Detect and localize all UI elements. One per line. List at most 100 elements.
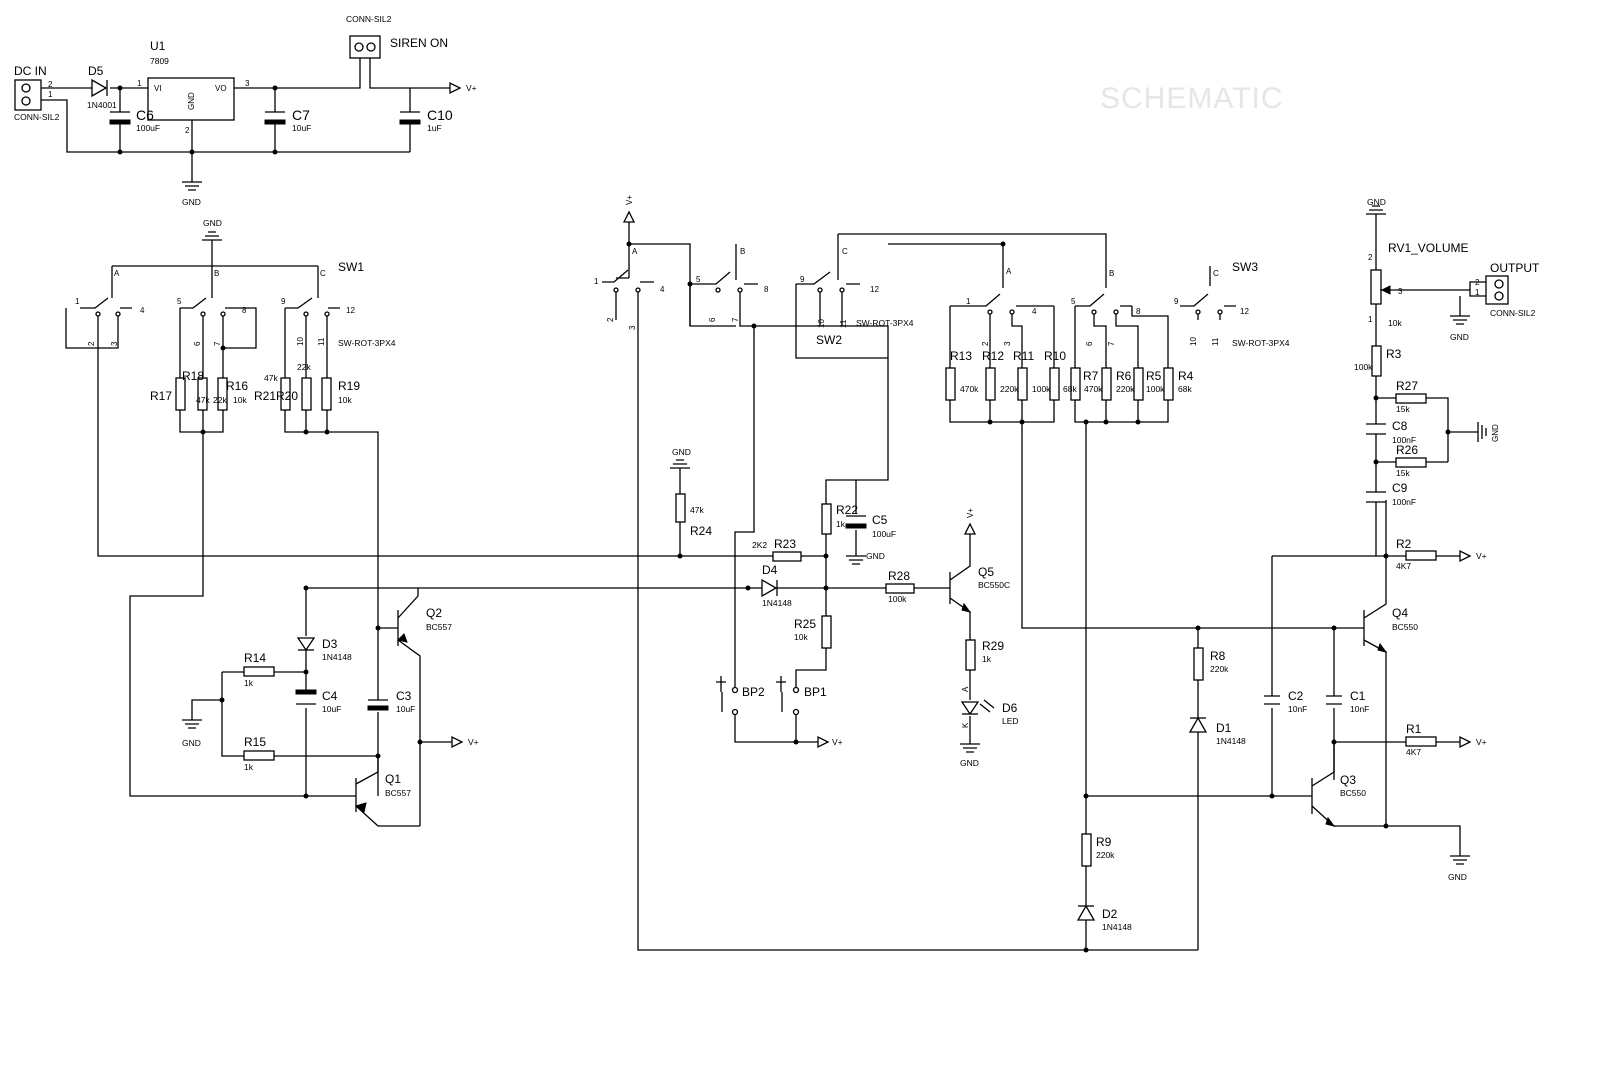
d6-led (960, 701, 980, 716)
rv1-label: RV1_VOLUME (1388, 241, 1468, 255)
svg-text:7: 7 (213, 341, 222, 346)
d4-diode (761, 578, 778, 598)
c5-label: C5 (872, 513, 888, 527)
q5-value: BC550C (978, 580, 1010, 590)
r27-label: R27 (1396, 379, 1418, 393)
svg-text:4: 4 (140, 306, 145, 315)
output-section: GND RV1_VOLUME 2 3 1 10k OUTPUT CONN-SIL… (1354, 197, 1540, 556)
r18-value: 47k (196, 395, 210, 405)
r9-label: R9 (1096, 835, 1112, 849)
r22-label: R22 (836, 503, 858, 517)
r6-resistor (1101, 367, 1112, 401)
svg-text:9: 9 (281, 297, 286, 306)
r3-label: R3 (1386, 347, 1402, 361)
r15-resistor (243, 750, 275, 761)
r14-resistor (243, 666, 275, 677)
r28-value: 100k (888, 594, 907, 604)
svg-text:GND: GND (203, 218, 222, 228)
r4-resistor (1163, 367, 1174, 401)
sw1-type: SW-ROT-3PX4 (338, 338, 396, 348)
r23-value: 2K2 (752, 540, 767, 550)
c1-label: C1 (1350, 689, 1366, 703)
d1-value: 1N4148 (1216, 736, 1246, 746)
svg-text:5: 5 (696, 275, 701, 284)
d6-value: LED (1002, 716, 1019, 726)
c6-value: 100uF (136, 123, 160, 133)
svg-text:1: 1 (75, 297, 80, 306)
r2-value: 4K7 (1396, 561, 1411, 571)
oscillator-1-section: D3 1N4148 C4 10uF R14 1k R15 1k GND C3 1… (182, 585, 748, 827)
r13-label: R13 (950, 349, 972, 363)
r19-label: R19 (338, 379, 360, 393)
svg-text:V+: V+ (1476, 551, 1487, 561)
d1-label: D1 (1216, 721, 1232, 735)
svg-text:A: A (632, 247, 638, 256)
svg-text:A: A (114, 269, 120, 278)
r20-resistor (301, 377, 312, 411)
svg-text:3: 3 (628, 325, 637, 330)
svg-text:11: 11 (839, 319, 848, 328)
r11-resistor (1017, 367, 1028, 401)
q3-value: BC550 (1340, 788, 1366, 798)
r6-value: 220k (1116, 384, 1135, 394)
svg-text:V+: V+ (1476, 737, 1487, 747)
svg-text:11: 11 (317, 337, 326, 346)
bp1-label: BP1 (804, 685, 827, 699)
oscillator-2-section: R8 220k D1 1N4148 R9 220k D2 1N4148 C2 1… (1076, 500, 1487, 953)
svg-text:1: 1 (594, 277, 599, 286)
r24-value: 47k (690, 505, 704, 515)
siren-connector[interactable] (349, 35, 381, 59)
sw2-section: V+ A 14 2 3 B C 58 912 6 7 10 11 SW2 SW-… (594, 195, 1198, 951)
r22-resistor (821, 503, 832, 535)
svg-text:11: 11 (1211, 337, 1220, 346)
svg-text:12: 12 (1240, 307, 1249, 316)
r7-label: R7 (1083, 369, 1099, 383)
d4-value: 1N4148 (762, 598, 792, 608)
sw3-label: SW3 (1232, 260, 1258, 274)
c6-label: C6 (136, 107, 154, 123)
svg-text:2: 2 (185, 126, 190, 135)
r21-value: 47k (264, 373, 278, 383)
svg-text:1: 1 (137, 79, 142, 88)
q1-label: Q1 (385, 772, 401, 786)
svg-text:GND: GND (1367, 197, 1386, 207)
svg-text:6: 6 (193, 341, 202, 346)
svg-text:GND: GND (1450, 332, 1469, 342)
c10-value: 1uF (427, 123, 442, 133)
svg-text:2: 2 (1475, 278, 1480, 287)
c9-value: 100nF (1392, 497, 1416, 507)
svg-text:6: 6 (1085, 341, 1094, 346)
r25-resistor (821, 615, 832, 649)
svg-text:8: 8 (242, 306, 247, 315)
svg-text:VO: VO (215, 84, 227, 93)
rv1-potentiometer[interactable] (1370, 269, 1382, 305)
bp2-button[interactable] (731, 686, 739, 694)
r11-label: R11 (1013, 349, 1034, 363)
q5-label: Q5 (978, 565, 994, 579)
svg-text:K: K (961, 722, 970, 728)
svg-text:GND: GND (960, 758, 979, 768)
siren-type: CONN-SIL2 (346, 14, 392, 24)
led-section: V+ Q5 BC550C R29 1k A K D6 LED GND (949, 508, 1019, 768)
power-supply-section: DC IN CONN-SIL2 2 1 D5 1N4001 U1 7809 VI… (14, 14, 477, 207)
r29-value: 1k (982, 654, 992, 664)
q4-label: Q4 (1392, 606, 1408, 620)
r3-resistor (1371, 345, 1382, 377)
svg-text:A: A (1006, 267, 1012, 276)
r5-resistor (1133, 367, 1144, 401)
r15-label: R15 (244, 735, 266, 749)
svg-text:4: 4 (660, 285, 665, 294)
r28-label: R28 (888, 569, 910, 583)
d5-diode (91, 78, 108, 98)
r29-resistor (965, 639, 976, 671)
d6-label: D6 (1002, 701, 1018, 715)
q4-value: BC550 (1392, 622, 1418, 632)
r15-value: 1k (244, 762, 254, 772)
bp1-button[interactable] (792, 686, 800, 694)
output-type: CONN-SIL2 (1490, 308, 1536, 318)
svg-text:GND: GND (1491, 424, 1500, 442)
d3-value: 1N4148 (322, 652, 352, 662)
r24-label: R24 (690, 524, 712, 538)
svg-text:2: 2 (48, 80, 53, 89)
svg-text:7: 7 (731, 317, 740, 322)
